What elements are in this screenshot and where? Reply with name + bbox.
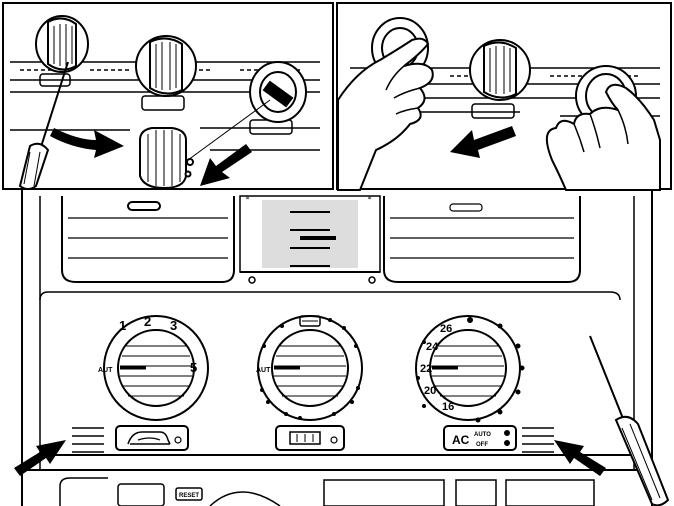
rear-defrost-icon <box>289 431 321 445</box>
center-air-vent: ≈ ≈ <box>239 195 381 284</box>
reset-label: RESET <box>179 493 199 499</box>
temperature-marks: 26 24 22 20 16 <box>420 323 454 413</box>
knob-icon <box>135 35 197 97</box>
left-air-vent <box>61 196 235 283</box>
fan-mark-aut: AUT <box>98 367 113 374</box>
removed-knob-icon <box>139 127 194 190</box>
dashboard-panel <box>21 190 653 506</box>
curved-arrow-icon <box>50 128 124 158</box>
fan-mark-5: 5 <box>190 360 197 375</box>
fan-speed-marks: 1 2 3 AUT 5 <box>98 314 197 375</box>
right-arrow-icon <box>554 440 606 476</box>
left-arrow-icon <box>14 440 66 476</box>
knob-icon <box>469 39 531 101</box>
knob-socket <box>249 61 307 123</box>
temp-mark-24: 24 <box>426 341 439 353</box>
temperature-knob <box>415 315 525 423</box>
svg-text:≈: ≈ <box>368 196 372 202</box>
svg-text:≈: ≈ <box>246 196 250 202</box>
screwdriver-icon <box>18 61 69 190</box>
fan-speed-knob <box>103 315 209 421</box>
ac-off-label: OFF <box>476 442 488 448</box>
fan-mark-3: 3 <box>170 318 177 333</box>
temp-mark-22: 22 <box>420 363 432 375</box>
hand-icon <box>337 37 434 191</box>
ac-label: AC <box>452 433 470 447</box>
pull-arrow-icon <box>200 144 252 186</box>
side-grille-right <box>522 427 554 453</box>
hand-icon <box>545 83 661 191</box>
inset-right <box>336 2 672 191</box>
fan-mark-2: 2 <box>144 314 151 329</box>
temp-mark-16: 16 <box>442 401 454 413</box>
screwdriver-icon <box>589 335 670 506</box>
rear-defrost-button <box>275 425 345 451</box>
side-grille-left <box>72 427 104 453</box>
ac-auto-label: AUTO <box>474 432 491 438</box>
ac-button <box>443 425 517 451</box>
air-distribution-knob <box>257 315 363 421</box>
temp-mark-20: 20 <box>424 385 436 397</box>
inset-left <box>2 2 334 190</box>
recirculation-button <box>115 425 189 451</box>
recirculation-icon <box>127 431 171 445</box>
fan-mark-1: 1 <box>119 318 126 333</box>
pull-arrow-icon <box>450 126 516 158</box>
lower-console <box>59 477 595 506</box>
right-air-vent <box>383 196 581 283</box>
knob-icon <box>35 15 89 73</box>
temp-mark-26: 26 <box>440 323 452 335</box>
distribution-mark-aut: AUT <box>256 367 271 374</box>
